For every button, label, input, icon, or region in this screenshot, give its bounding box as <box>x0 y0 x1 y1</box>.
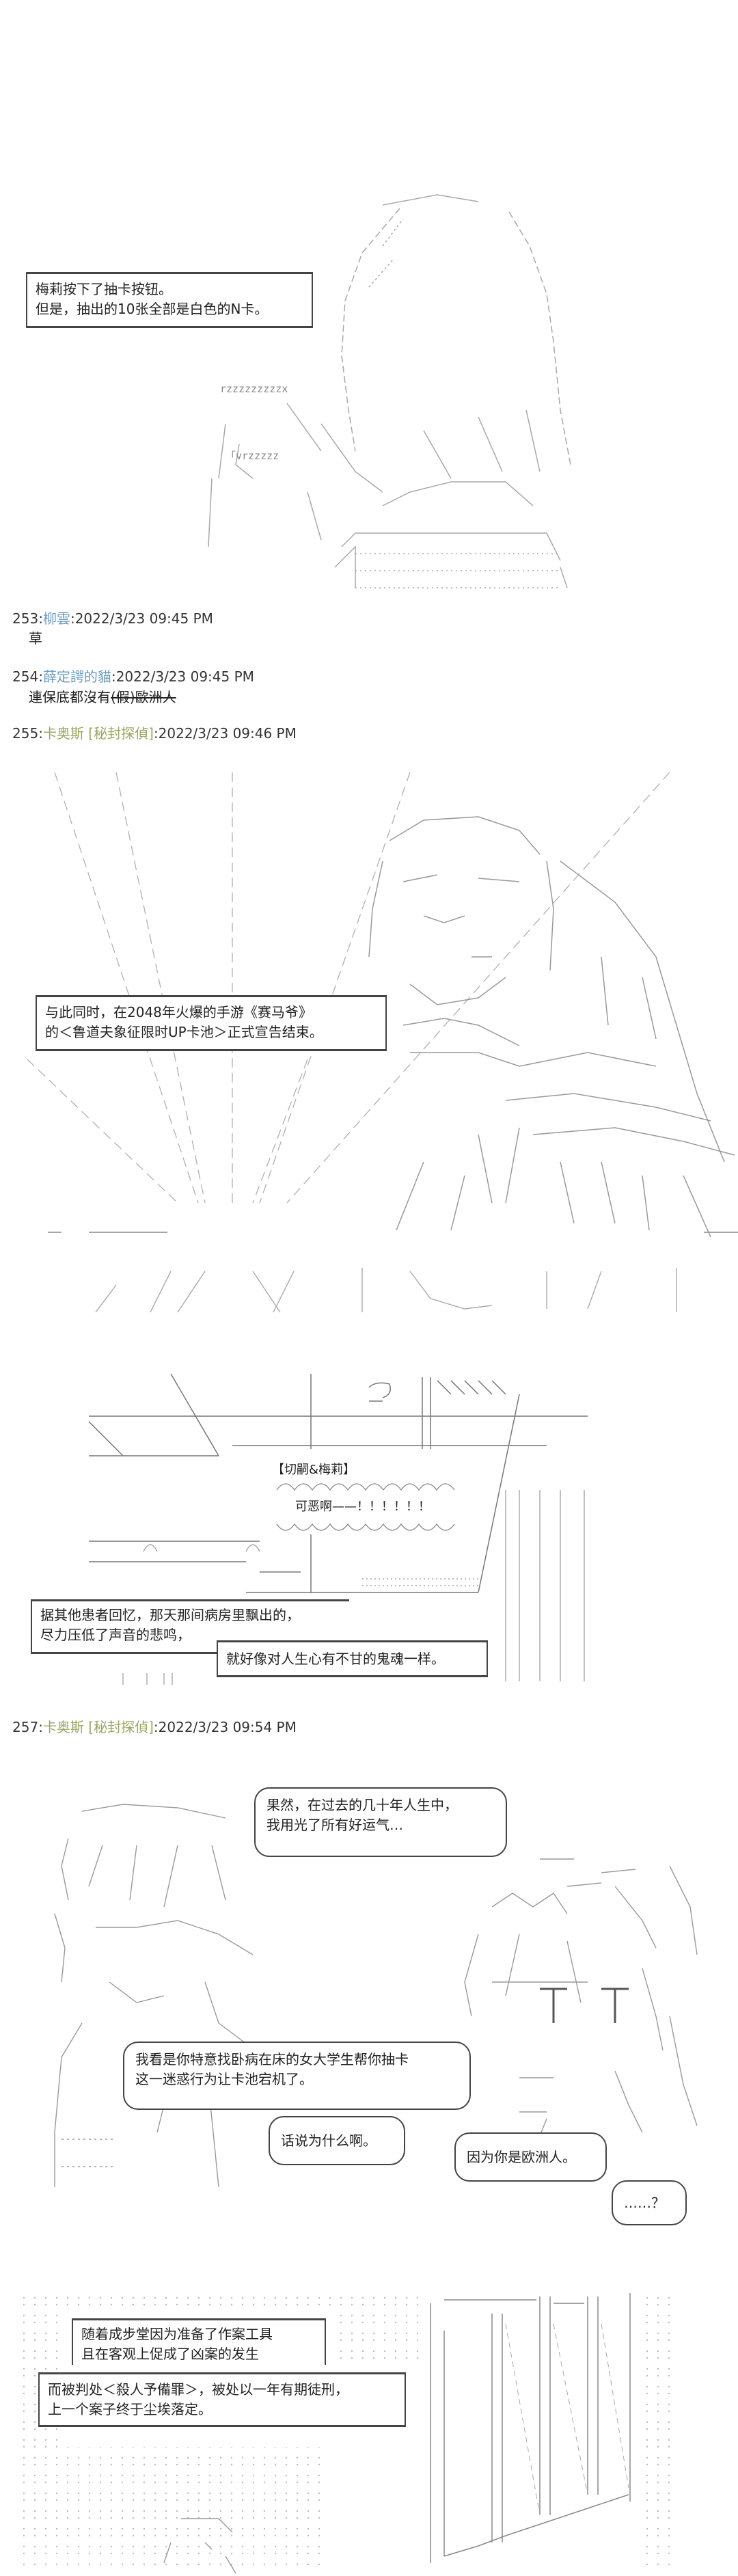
post-body-text: 連保底都沒有 <box>29 689 111 705</box>
ascii-art-figure-gacha <box>208 194 571 588</box>
post-timestamp: 2022/3/23 09:45 PM <box>115 668 254 685</box>
ascii-art-small-figure <box>163 2518 236 2574</box>
caption-line: 的＜鲁道夫象征限时UP卡池＞正式宣告结束。 <box>45 1024 323 1040</box>
post-timestamp: 2022/3/23 09:46 PM <box>158 725 297 742</box>
post-author[interactable]: 柳雲 <box>42 610 70 627</box>
narration-caption-gacha: 梅莉按下了抽卡按钮。 但是，抽出的10张全部是白色的N卡。 <box>26 272 313 328</box>
caption-line: 据其他患者回忆，那天那间病房里飘出的， <box>40 1607 300 1623</box>
narration-caption-memory: 据其他患者回忆，那天那间病房里飘出的， 尽力压低了声音的悲鸣， <box>31 1599 349 1654</box>
caption-line: 就好像对人生心有不甘的鬼魂一样。 <box>226 1651 445 1667</box>
bubble-line: 话说为什么啊。 <box>281 2132 377 2149</box>
post-header-257: 257:卡奥斯 [秘封探偵]:2022/3/23 09:54 PM <box>12 1719 297 1735</box>
post-header-254: 254:薛定諤的貓:2022/3/23 09:45 PM <box>12 668 254 685</box>
caption-line: 且在客观上促成了凶案的发生 <box>81 2346 259 2362</box>
caption-line: 上一个案子终于尘埃落定。 <box>48 2401 212 2417</box>
speech-bubble-luck: 果然，在过去的几十年人生中， 我用光了所有好运气… <box>254 1787 507 1857</box>
post-author[interactable]: 卡奥斯 [秘封探偵] <box>42 1719 154 1735</box>
speech-bubble-confused: ……？ <box>612 2180 687 2225</box>
ascii-art-doorway <box>430 2293 631 2563</box>
caption-line: 但是，抽出的10张全部是白色的N卡。 <box>36 301 269 317</box>
ascii-art-character-right <box>464 1858 698 2154</box>
narration-caption-verdict: 而被判处＜殺人予備罪＞，被处以一年有期徒刑， 上一个案子终于尘埃落定。 <box>38 2372 406 2427</box>
post-body-253: 草 <box>29 630 42 647</box>
post-header-253: 253:柳雲:2022/3/23 09:45 PM <box>12 610 213 627</box>
ascii-art-figure-announcement <box>368 816 735 1238</box>
ascii-art-shout-bubble <box>276 1483 455 1531</box>
bubble-line: 我用光了所有好运气… <box>266 1817 403 1833</box>
speech-bubble-because: 因为你是欧洲人。 <box>454 2132 607 2182</box>
ascii-art-hospital-room <box>88 1373 588 1593</box>
narration-caption-pool-end: 与此同时，在2048年火爆的手游《赛马爷》 的＜鲁道夫象征限时UP卡池＞正式宣告… <box>36 995 387 1051</box>
caption-line: 与此同时，在2048年火爆的手游《赛马爷》 <box>45 1004 312 1020</box>
post-number: 255 <box>12 725 39 742</box>
post-number: 254 <box>12 668 39 685</box>
narration-caption-ghost: 就好像对人生心有不甘的鬼魂一样。 <box>217 1640 488 1677</box>
post-timestamp: 2022/3/23 09:45 PM <box>74 610 213 627</box>
bubble-line: 因为你是欧洲人。 <box>467 2149 576 2165</box>
caption-line: 梅莉按下了抽卡按钮。 <box>36 281 172 297</box>
ascii-art-beds <box>122 1490 585 1685</box>
speech-bubble-why: 话说为什么啊。 <box>269 2116 405 2165</box>
caption-line: 尽力压低了声音的悲鸣， <box>40 1627 191 1643</box>
scene-shout: 可恶啊——！！！！！！ <box>295 1500 430 1514</box>
narration-caption-case: 随着成步堂因为准备了作案工具 且在客观上促成了凶案的发生 <box>72 2318 326 2365</box>
scene-speaker-label: 【切嗣&梅莉】 <box>272 1463 356 1477</box>
post-author[interactable]: 卡奥斯 [秘封探偵] <box>42 725 154 742</box>
ascii-art-character-left <box>54 1804 254 2188</box>
post-timestamp: 2022/3/23 09:54 PM <box>158 1719 297 1735</box>
sfx-vrzzz: 「vrzzzzz <box>226 450 279 462</box>
post-header-255: 255:卡奥斯 [秘封探偵]:2022/3/23 09:46 PM <box>12 725 297 742</box>
ascii-art-rays <box>27 772 670 1204</box>
post-body-struck-text: (假)歐洲人 <box>111 689 176 705</box>
bubble-line: ……？ <box>624 2195 665 2211</box>
caption-line: 而被判处＜殺人予備罪＞，被处以一年有期徒刑， <box>48 2381 348 2398</box>
speech-bubble-accuse: 我看是你特意找卧病在床的女大学生帮你抽卡 这一迷惑行为让卡池宕机了。 <box>123 2042 471 2110</box>
bubble-line: 我看是你特意找卧病在床的女大学生帮你抽卡 <box>135 2051 409 2067</box>
post-body-254: 連保底都沒有(假)歐洲人 <box>29 689 176 705</box>
sfx-rzzz: rzzzzzzzzzx <box>220 383 288 395</box>
post-number: 257 <box>12 1719 39 1735</box>
caption-line: 随着成步堂因为准备了作案工具 <box>81 2326 273 2342</box>
ascii-art-figure-lower <box>95 1268 677 1313</box>
post-number: 253 <box>12 610 39 627</box>
post-author[interactable]: 薛定諤的貓 <box>42 668 111 685</box>
bubble-line: 这一迷惑行为让卡池宕机了。 <box>135 2071 313 2087</box>
bubble-line: 果然，在过去的几十年人生中， <box>266 1797 458 1813</box>
